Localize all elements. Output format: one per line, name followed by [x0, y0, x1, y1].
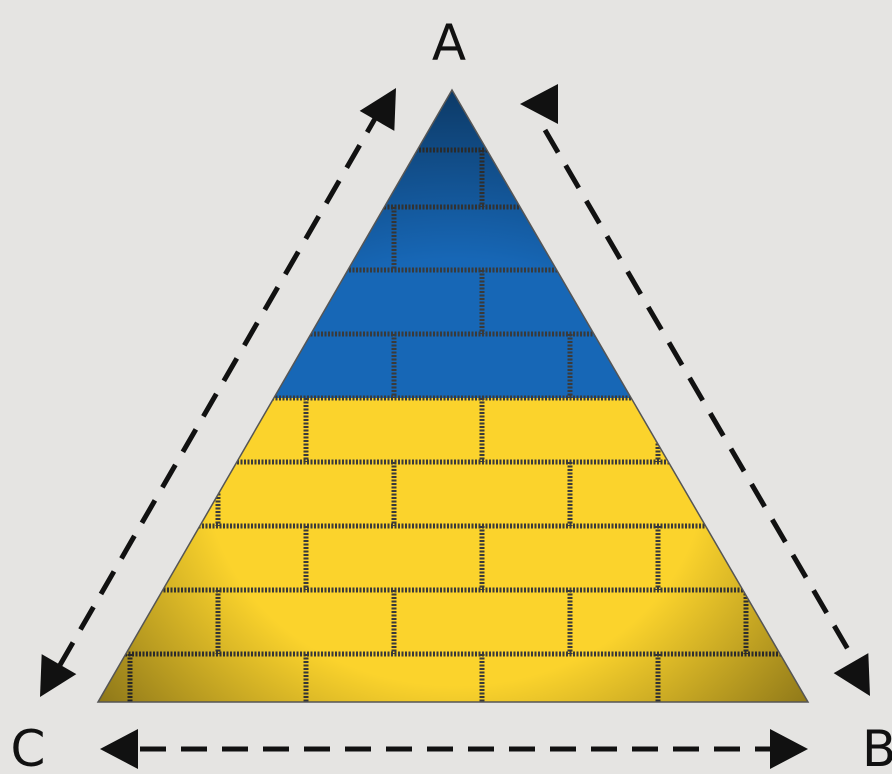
pyramid-shadow	[90, 85, 820, 710]
arrowhead-right-bottom	[770, 729, 808, 769]
vertex-label-a: A	[432, 14, 466, 72]
arrowhead-down-left	[23, 654, 77, 707]
arrowhead-down-right	[834, 653, 888, 706]
vertex-label-b: B	[862, 720, 892, 774]
arrowhead-up-right	[520, 84, 558, 124]
arrowhead-left-bottom	[100, 729, 138, 769]
brick-pyramid	[90, 85, 820, 710]
arrowhead-up-left	[360, 78, 414, 131]
vertex-label-c: C	[11, 720, 46, 774]
